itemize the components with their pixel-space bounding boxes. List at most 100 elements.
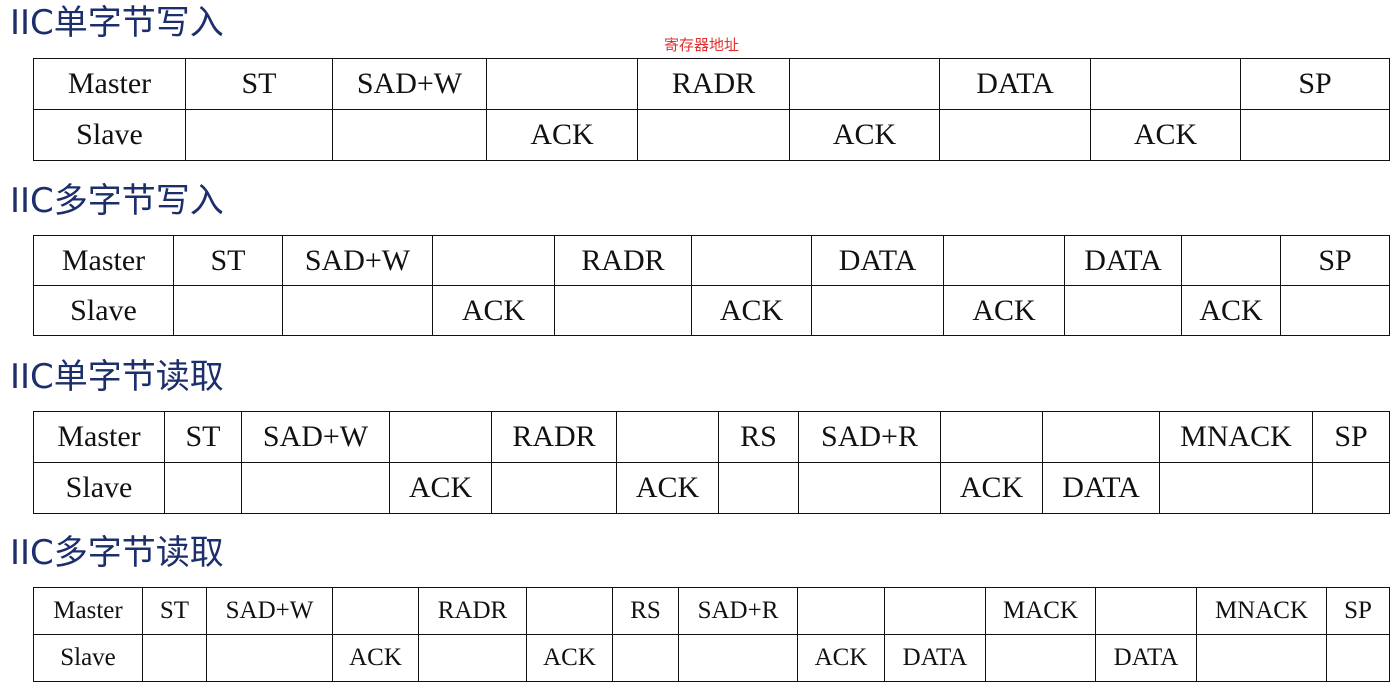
master-cell: [1090, 58, 1241, 110]
master-cell: ST: [173, 235, 283, 286]
master-cell: RADR: [491, 411, 617, 463]
master-label-cell: Master: [33, 58, 186, 110]
slave-cell: [1312, 462, 1390, 514]
master-cell: SP: [1280, 235, 1390, 286]
master-cell: [526, 587, 613, 635]
master-cell: RADR: [554, 235, 692, 286]
slave-cell: ACK: [789, 109, 940, 161]
slave-label-cell: Slave: [33, 285, 174, 336]
slave-cell: [142, 634, 207, 682]
master-cell: RS: [718, 411, 799, 463]
slave-cell: ACK: [943, 285, 1065, 336]
master-cell: SAD+W: [206, 587, 333, 635]
slave-cell: [1196, 634, 1327, 682]
slave-cell: [241, 462, 390, 514]
slave-cell: [185, 109, 333, 161]
master-cell: ST: [164, 411, 242, 463]
master-cell: DATA: [1064, 235, 1182, 286]
slave-cell: [678, 634, 798, 682]
slave-label-cell: Slave: [33, 109, 186, 161]
master-cell: [1095, 587, 1197, 635]
master-cell: SAD+R: [798, 411, 941, 463]
slave-cell: [1064, 285, 1182, 336]
slave-cell: DATA: [1042, 462, 1160, 514]
slave-cell: [554, 285, 692, 336]
slave-cell: ACK: [486, 109, 638, 161]
slave-cell: [418, 634, 527, 682]
section-title-single-byte-write: IIC单字节写入: [10, 3, 224, 43]
master-cell: [797, 587, 885, 635]
master-cell: [691, 235, 812, 286]
slave-cell: ACK: [389, 462, 492, 514]
slave-cell: [491, 462, 617, 514]
slave-cell: ACK: [332, 634, 419, 682]
master-cell: DATA: [811, 235, 944, 286]
slave-label-cell: Slave: [33, 462, 165, 514]
master-cell: [940, 411, 1043, 463]
master-cell: ST: [142, 587, 207, 635]
slave-cell: [612, 634, 679, 682]
slave-cell: [798, 462, 941, 514]
master-cell: MNACK: [1196, 587, 1327, 635]
slave-cell: [1240, 109, 1390, 161]
master-cell: SAD+W: [241, 411, 390, 463]
master-cell: SP: [1326, 587, 1390, 635]
slave-cell: ACK: [616, 462, 719, 514]
master-cell: ST: [185, 58, 333, 110]
master-label-cell: Master: [33, 411, 165, 463]
slave-cell: [206, 634, 333, 682]
slave-cell: ACK: [1090, 109, 1241, 161]
slave-cell: [1159, 462, 1313, 514]
slave-cell: DATA: [884, 634, 986, 682]
master-cell: RADR: [637, 58, 790, 110]
slave-cell: [1326, 634, 1390, 682]
master-cell: SP: [1312, 411, 1390, 463]
master-cell: SAD+W: [332, 58, 487, 110]
slave-cell: [1280, 285, 1390, 336]
master-cell: RADR: [418, 587, 527, 635]
slave-label-cell: Slave: [33, 634, 143, 682]
master-label-cell: Master: [33, 587, 143, 635]
master-cell: SAD+W: [282, 235, 433, 286]
slave-cell: ACK: [432, 285, 555, 336]
master-cell: MACK: [985, 587, 1096, 635]
slave-cell: DATA: [1095, 634, 1197, 682]
master-cell: [486, 58, 638, 110]
slave-cell: ACK: [940, 462, 1043, 514]
master-cell: MNACK: [1159, 411, 1313, 463]
master-cell: RS: [612, 587, 679, 635]
master-cell: SAD+R: [678, 587, 798, 635]
slave-cell: [637, 109, 790, 161]
master-cell: [389, 411, 492, 463]
master-cell: [943, 235, 1065, 286]
section-title-single-byte-read: IIC单字节读取: [10, 357, 224, 397]
master-cell: [1042, 411, 1160, 463]
slave-cell: ACK: [797, 634, 885, 682]
master-label-cell: Master: [33, 235, 174, 286]
slave-row: Slave ACK ACK ACK: [33, 109, 1390, 161]
slave-cell: [332, 109, 487, 161]
slave-cell: [173, 285, 283, 336]
master-cell: [616, 411, 719, 463]
master-cell: [332, 587, 419, 635]
slave-cell: [939, 109, 1091, 161]
master-cell: [1181, 235, 1281, 286]
slave-cell: [718, 462, 799, 514]
slave-cell: ACK: [526, 634, 613, 682]
slave-cell: ACK: [691, 285, 812, 336]
master-cell: [789, 58, 940, 110]
master-cell: [884, 587, 986, 635]
section-title-multi-byte-read: IIC多字节读取: [10, 533, 224, 573]
slave-cell: [985, 634, 1096, 682]
